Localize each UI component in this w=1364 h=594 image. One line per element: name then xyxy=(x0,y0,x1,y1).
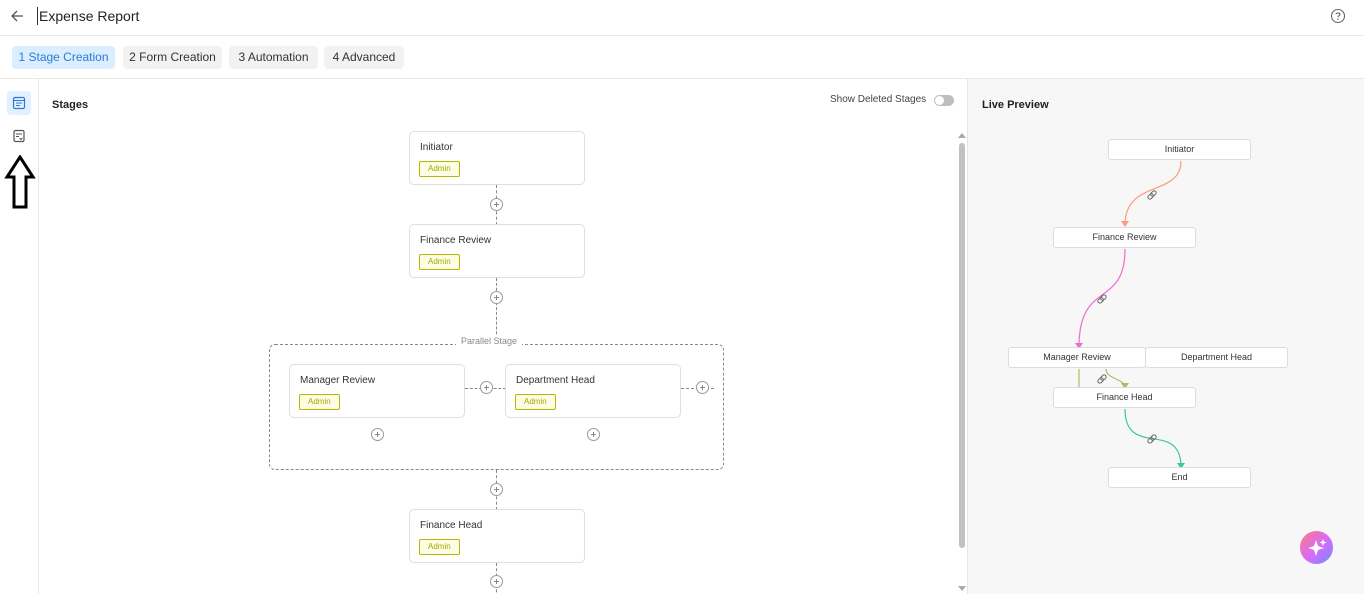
preview-edge xyxy=(1078,248,1126,348)
stage-name: Initiator xyxy=(420,142,453,153)
tab-stage-creation[interactable]: 1 Stage Creation xyxy=(12,46,115,69)
live-preview-title: Live Preview xyxy=(982,99,1049,111)
stage-card-manager-review[interactable]: Manager Review Admin xyxy=(289,364,465,418)
role-badge: Admin xyxy=(419,254,460,270)
parallel-stage-label: Parallel Stage xyxy=(456,336,523,346)
tab-form-creation[interactable]: 2 Form Creation xyxy=(123,46,222,69)
role-badge: Admin xyxy=(299,394,340,410)
tab-advanced[interactable]: 4 Advanced xyxy=(324,46,404,69)
link-icon xyxy=(1147,190,1157,200)
question-circle-icon xyxy=(1330,8,1346,24)
left-icon-bar xyxy=(0,79,39,594)
preview-edge xyxy=(1124,160,1182,226)
preview-node-manager-review[interactable]: Manager Review xyxy=(1008,347,1146,368)
form-icon xyxy=(13,129,25,143)
add-sub-stage-button[interactable] xyxy=(587,428,600,441)
stages-list-icon xyxy=(12,96,26,110)
preview-node-finance-review[interactable]: Finance Review xyxy=(1053,227,1196,248)
stage-name: Manager Review xyxy=(300,375,376,386)
link-icon xyxy=(1147,434,1157,444)
app-header: Expense Report xyxy=(0,0,1364,36)
add-stage-button[interactable] xyxy=(490,291,503,304)
link-icon xyxy=(1097,294,1107,304)
scroll-down-arrow[interactable] xyxy=(958,586,966,591)
preview-edge-arrow xyxy=(1075,343,1083,349)
stage-name: Finance Review xyxy=(420,235,492,246)
stage-card-initiator[interactable]: Initiator Admin xyxy=(409,131,585,185)
role-badge: Admin xyxy=(419,539,460,555)
preview-node-initiator[interactable]: Initiator xyxy=(1108,139,1251,160)
stages-scrollbar[interactable] xyxy=(957,130,967,594)
sparkle-icon xyxy=(1308,539,1327,556)
preview-edge-arrow xyxy=(1177,463,1185,469)
help-button[interactable] xyxy=(1329,7,1347,25)
preview-edge-arrow xyxy=(1121,221,1129,227)
scroll-thumb[interactable] xyxy=(959,143,965,548)
show-deleted-label: Show Deleted Stages xyxy=(830,94,927,105)
live-preview-panel: Live Preview Initiator Finance Review Ma… xyxy=(967,79,1364,594)
preview-node-finance-head[interactable]: Finance Head xyxy=(1053,387,1196,408)
back-button[interactable] xyxy=(8,6,28,26)
step-tabs: 1 Stage Creation 2 Form Creation 3 Autom… xyxy=(0,36,1364,79)
form-button[interactable] xyxy=(7,124,31,148)
add-parallel-stage-button[interactable] xyxy=(696,381,709,394)
show-deleted-toggle[interactable] xyxy=(934,95,954,106)
stage-name: Finance Head xyxy=(420,520,483,531)
stage-card-finance-review[interactable]: Finance Review Admin xyxy=(409,224,585,278)
preview-edge-arrow xyxy=(1121,383,1129,389)
preview-node-department-head[interactable]: Department Head xyxy=(1145,347,1288,368)
stage-name: Department Head xyxy=(516,375,595,386)
arrow-up-icon xyxy=(4,155,36,209)
stage-card-department-head[interactable]: Department Head Admin xyxy=(505,364,681,418)
preview-node-end[interactable]: End xyxy=(1108,467,1251,488)
role-badge: Admin xyxy=(515,394,556,410)
stages-canvas: Initiator Admin Finance Review Admin Par… xyxy=(40,120,958,594)
link-icon xyxy=(1097,374,1107,384)
add-parallel-stage-button[interactable] xyxy=(480,381,493,394)
tab-automation[interactable]: 3 Automation xyxy=(229,46,318,69)
stage-card-finance-head[interactable]: Finance Head Admin xyxy=(409,509,585,563)
ai-assistant-button[interactable] xyxy=(1300,531,1333,564)
role-badge: Admin xyxy=(419,161,460,177)
stages-list-button[interactable] xyxy=(7,91,31,115)
add-stage-button[interactable] xyxy=(490,198,503,211)
add-sub-stage-button[interactable] xyxy=(371,428,384,441)
arrow-left-icon xyxy=(11,10,23,22)
stages-title: Stages xyxy=(52,99,89,111)
add-stage-button[interactable] xyxy=(490,575,503,588)
connector xyxy=(496,278,497,344)
scroll-up-arrow[interactable] xyxy=(958,133,966,138)
preview-edges xyxy=(1075,160,1185,469)
add-stage-button[interactable] xyxy=(490,483,503,496)
page-title[interactable]: Expense Report xyxy=(37,7,140,25)
toggle-knob xyxy=(935,96,944,105)
